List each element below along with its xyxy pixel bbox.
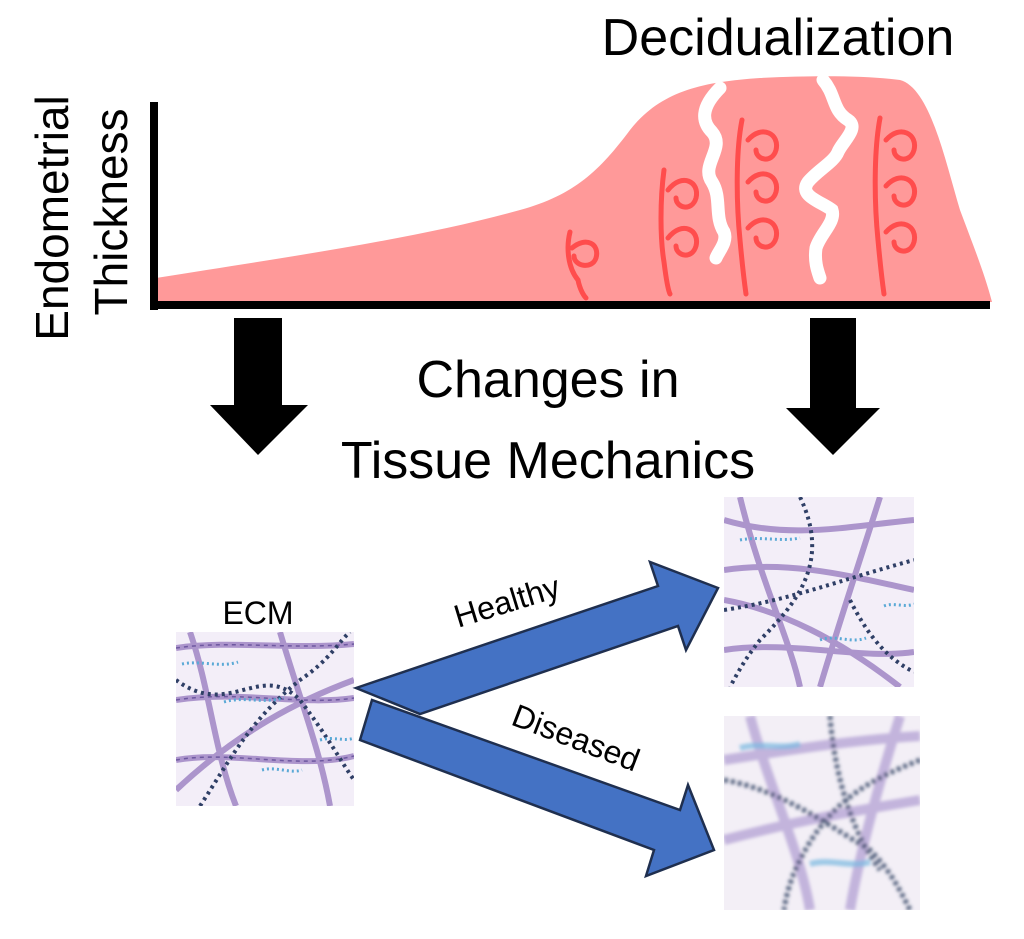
y-axis-label-line1: Endometrial [26,95,78,340]
endometrium-tissue [156,76,992,302]
ecm-image-healthy [724,497,914,687]
diseased-arrow[interactable] [358,698,716,879]
healthy-arrow[interactable] [352,559,720,716]
title-decidualization: Decidualization [602,9,955,67]
center-label-line2: Tissue Mechanics [341,432,755,490]
y-axis [150,102,158,310]
center-label-line1: Changes in [416,351,679,409]
ecm-image-diseased [724,716,920,910]
down-arrow-icon [786,318,880,455]
uterine-glands [698,73,859,285]
ecm-label: ECM [222,595,293,631]
spiral-arteries [565,115,918,301]
y-axis-label-line2: Thickness [85,108,137,315]
down-arrow-icon [210,318,308,455]
x-axis [150,301,990,309]
ecm-image-initial [176,632,354,806]
